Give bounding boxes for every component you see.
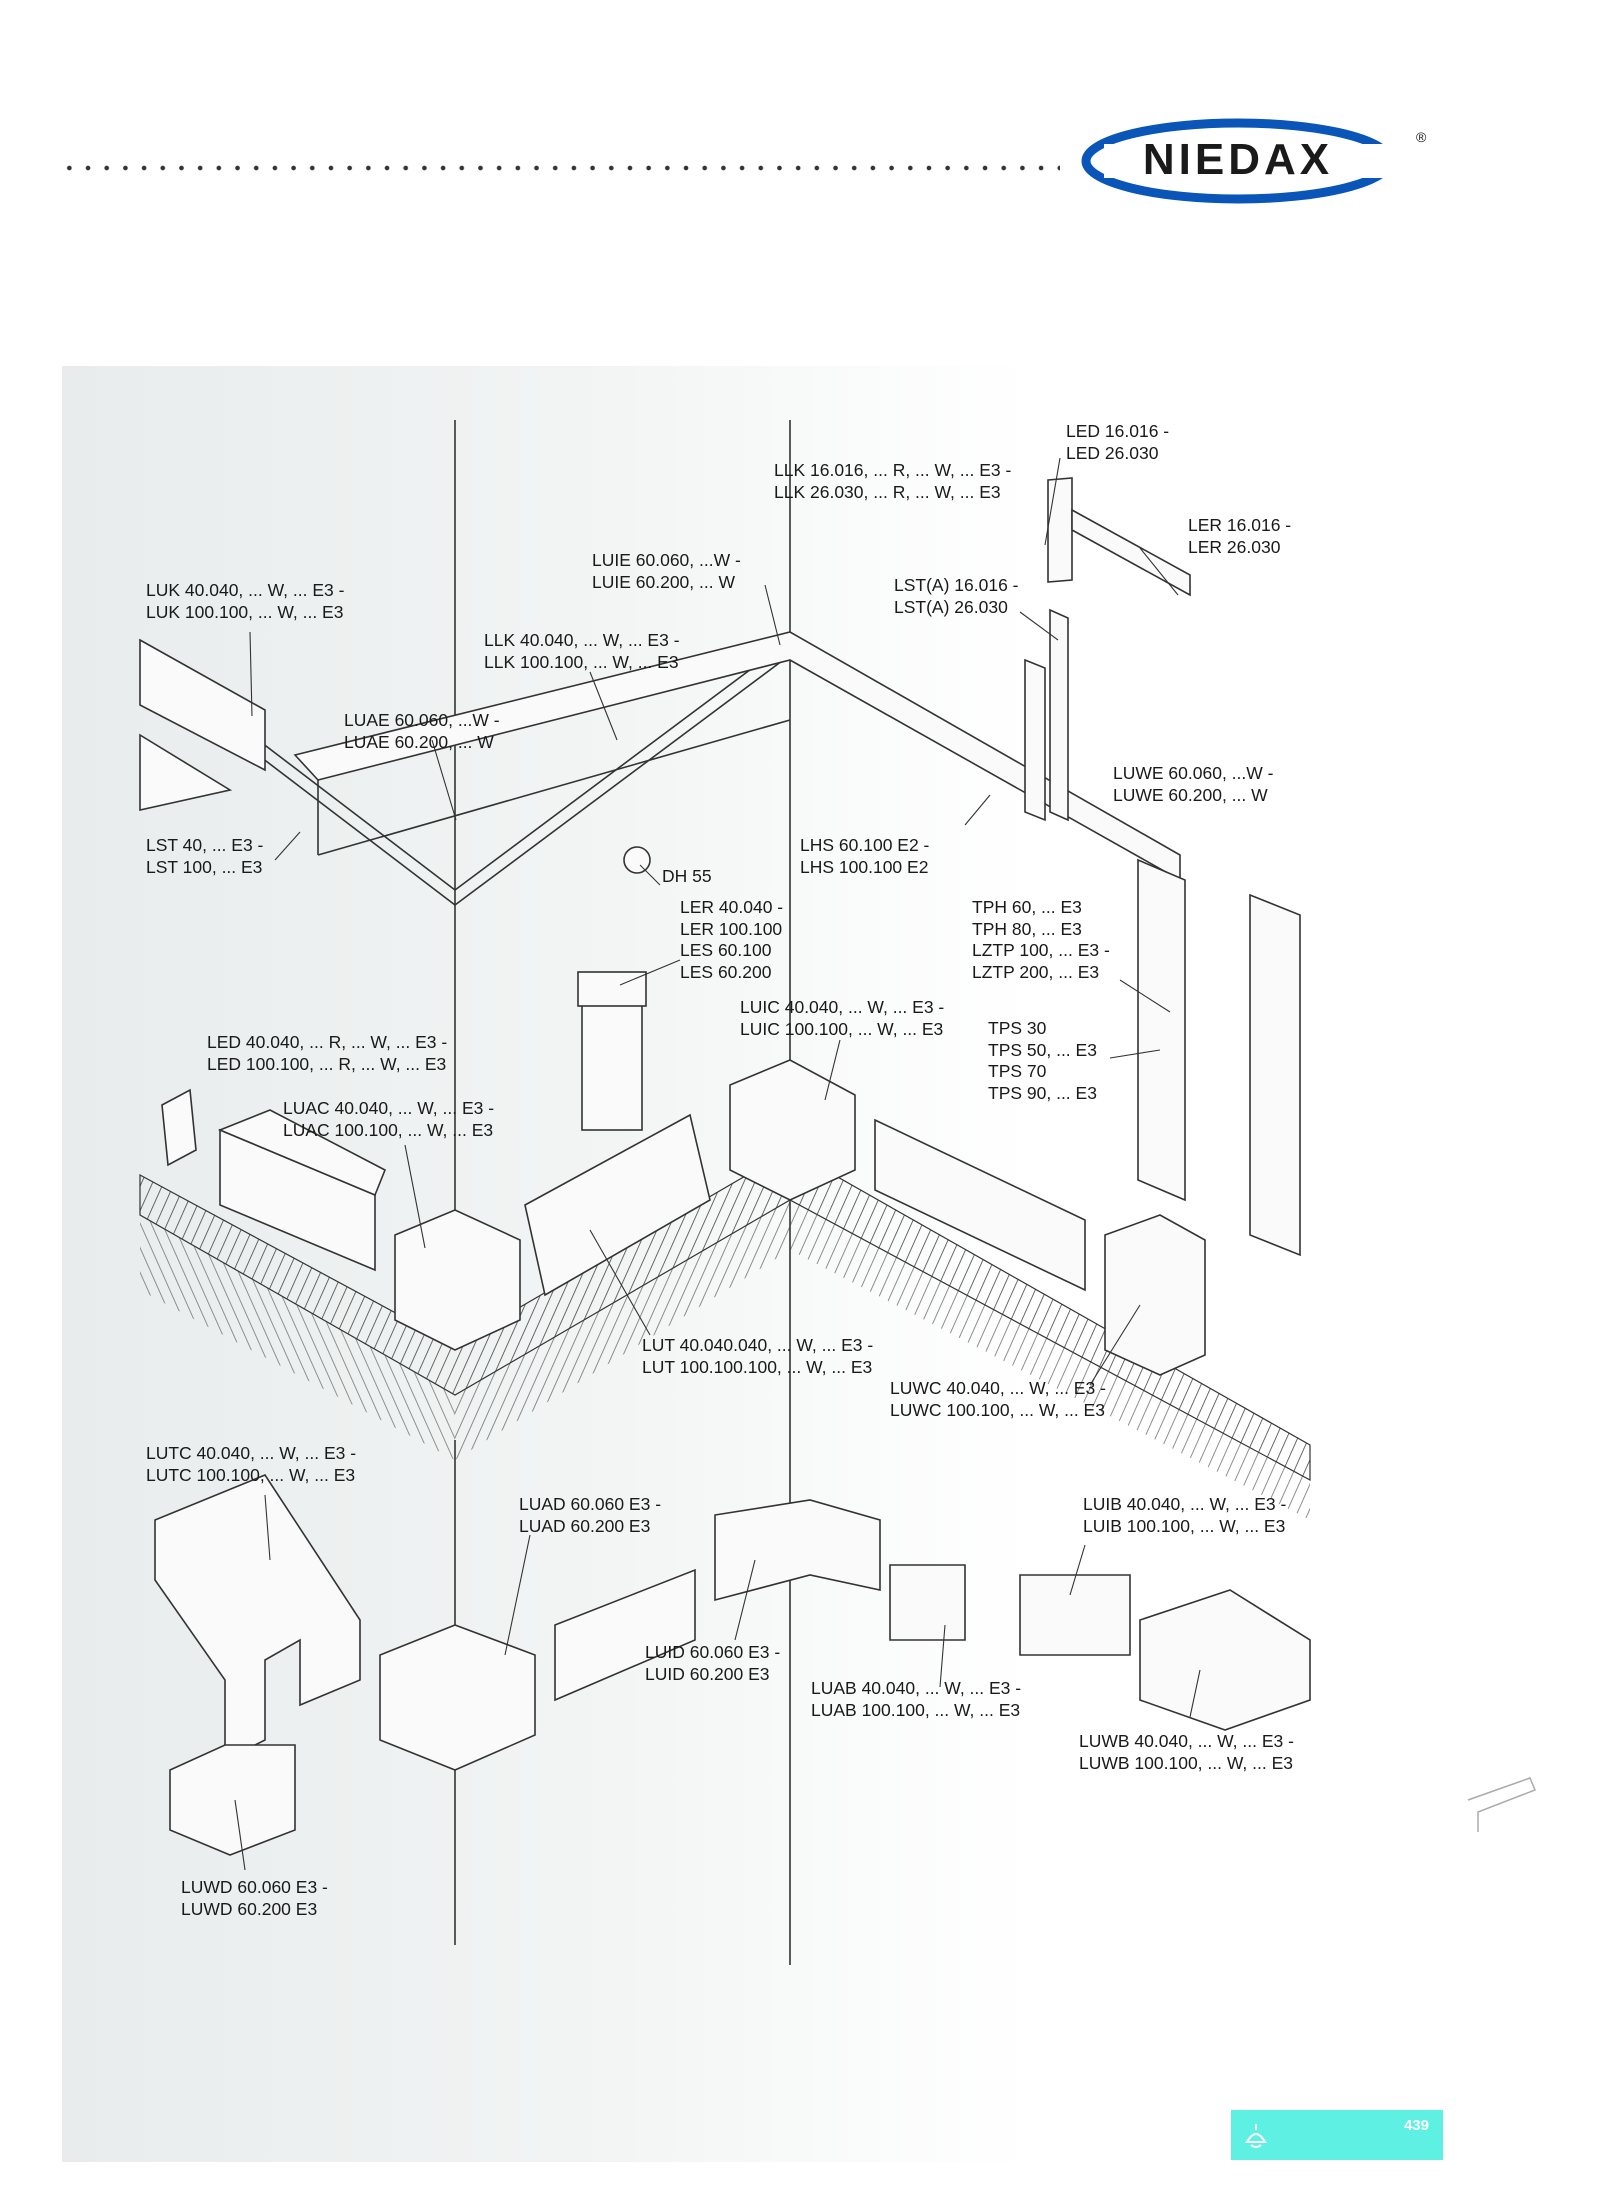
label-luib: LUIB 40.040, ... W, ... E3 -LUIB 100.100… <box>1083 1494 1287 1536</box>
label-luwc: LUWC 40.040, ... W, ... E3 -LUWC 100.100… <box>890 1378 1106 1420</box>
label-luab: LUAB 40.040, ... W, ... E3 -LUAB 100.100… <box>811 1678 1022 1720</box>
label-dh55: DH 55 <box>662 866 712 886</box>
page-number-badge: 439 <box>1231 2110 1443 2160</box>
page-number: 439 <box>1403 2117 1429 2134</box>
label-lutc: LUTC 40.040, ... W, ... E3 -LUTC 100.100… <box>146 1443 357 1485</box>
label-lsta: LST(A) 16.016 -LST(A) 26.030 <box>894 575 1019 617</box>
brand-name: NIEDAX <box>1143 135 1333 184</box>
label-luac: LUAC 40.040, ... W, ... E3 -LUAC 100.100… <box>283 1098 495 1140</box>
label-luk: LUK 40.040, ... W, ... E3 -LUK 100.100, … <box>146 580 345 622</box>
label-luwb: LUWB 40.040, ... W, ... E3 -LUWB 100.100… <box>1079 1731 1294 1773</box>
label-llk-16: LLK 16.016, ... R, ... W, ... E3 -LLK 26… <box>774 460 1012 502</box>
dotted-rule <box>60 163 1060 173</box>
label-luae: LUAE 60.060, ...W -LUAE 60.200, ... W <box>344 710 500 752</box>
label-led-40: LED 40.040, ... R, ... W, ... E3 -LED 10… <box>207 1032 448 1074</box>
label-lst-40: LST 40, ... E3 -LST 100, ... E3 <box>146 835 264 877</box>
label-luie: LUIE 60.060, ...W -LUIE 60.200, ... W <box>592 550 741 592</box>
label-luic: LUIC 40.040, ... W, ... E3 -LUIC 100.100… <box>740 997 945 1039</box>
label-luad: LUAD 60.060 E3 -LUAD 60.200 E3 <box>519 1494 662 1536</box>
label-llk-40: LLK 40.040, ... W, ... E3 -LLK 100.100, … <box>484 630 680 672</box>
label-luwe: LUWE 60.060, ...W -LUWE 60.200, ... W <box>1113 763 1274 805</box>
registered-mark: ® <box>1416 129 1427 145</box>
label-luwd: LUWD 60.060 E3 -LUWD 60.200 E3 <box>181 1877 328 1919</box>
label-lut: LUT 40.040.040, ... W, ... E3 -LUT 100.1… <box>642 1335 874 1377</box>
label-luid: LUID 60.060 E3 -LUID 60.200 E3 <box>645 1642 781 1684</box>
ceiling-lamp-icon <box>1245 2124 1267 2148</box>
label-ler-16: LER 16.016 -LER 26.030 <box>1188 515 1292 557</box>
niedax-logo: NIEDAX ® <box>1081 118 1427 204</box>
label-lhs: LHS 60.100 E2 -LHS 100.100 E2 <box>800 835 930 877</box>
label-led-16: LED 16.016 -LED 26.030 <box>1066 421 1170 463</box>
